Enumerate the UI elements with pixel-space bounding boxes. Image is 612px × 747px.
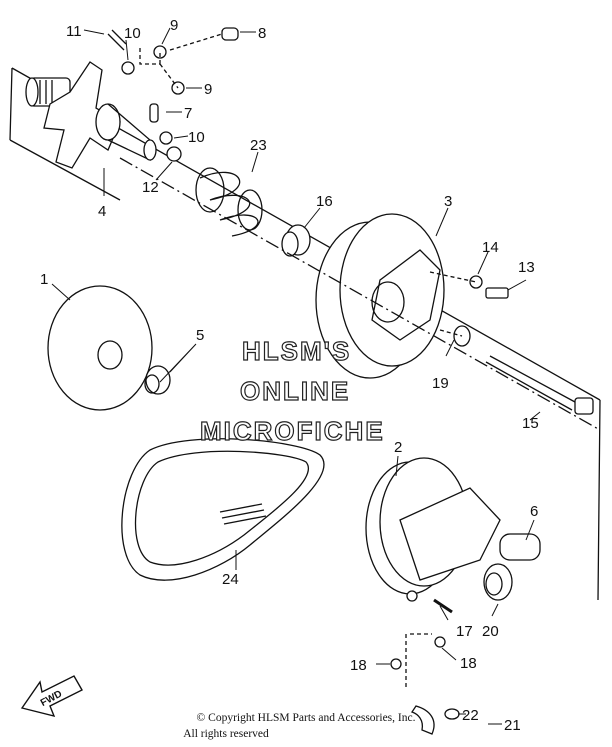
fwd-arrow: FWD xyxy=(20,675,83,718)
callout-20: 20 xyxy=(482,623,499,640)
part-24-belt xyxy=(121,438,325,581)
callout-17: 17 xyxy=(456,623,473,640)
part-23-spring xyxy=(195,167,263,237)
watermark-line-3: MICROFICHE xyxy=(200,416,385,446)
watermark: HLSM'S ONLINE MICROFICHE xyxy=(199,335,385,446)
callout-7: 7 xyxy=(184,105,192,122)
leader-lines xyxy=(51,27,541,725)
part-1-disc xyxy=(47,285,153,411)
callout-10-a: 10 xyxy=(124,25,141,42)
callout-11: 11 xyxy=(66,23,82,40)
part-5-bushings xyxy=(144,365,171,395)
callout-19: 19 xyxy=(432,375,449,392)
part-3-movable-sheave xyxy=(315,213,445,379)
callout-24: 24 xyxy=(222,571,239,588)
part-4-shaft-sheave xyxy=(25,61,157,169)
callout-5: 5 xyxy=(196,327,204,344)
callout-10-b: 10 xyxy=(188,129,205,146)
callout-23: 23 xyxy=(250,137,267,154)
callout-14: 14 xyxy=(482,239,499,256)
watermark-line-2: ONLINE xyxy=(240,376,350,406)
callout-9-b: 9 xyxy=(204,81,212,98)
lower-hardware xyxy=(390,598,460,735)
centre-axis xyxy=(119,157,601,431)
callout-labels: 11 10 9 8 9 7 10 12 4 23 16 3 1 5 14 13 … xyxy=(40,17,539,734)
part-6-20-collars xyxy=(483,533,541,601)
callout-1: 1 xyxy=(40,271,48,288)
callout-12: 12 xyxy=(142,179,159,196)
part-16-collar xyxy=(281,224,311,257)
part-2-secondary-sheave xyxy=(365,457,501,602)
callout-22: 22 xyxy=(462,707,479,724)
small-hardware xyxy=(107,27,239,162)
callout-18-b: 18 xyxy=(460,655,477,672)
copyright-line-1: © Copyright HLSM Parts and Accessories, … xyxy=(196,712,416,724)
callout-9-a: 9 xyxy=(170,17,178,34)
callout-4: 4 xyxy=(98,203,106,220)
callout-8: 8 xyxy=(258,25,266,42)
callout-2: 2 xyxy=(394,439,402,456)
callout-21: 21 xyxy=(504,717,521,734)
copyright-line-2: All rights reserved xyxy=(183,728,269,740)
watermark-line-1: HLSM'S xyxy=(242,336,351,366)
callout-15: 15 xyxy=(522,415,539,432)
callout-16: 16 xyxy=(316,193,333,210)
callout-3: 3 xyxy=(444,193,452,210)
bolts-and-washers xyxy=(429,271,594,415)
callout-13: 13 xyxy=(518,259,535,276)
callout-6: 6 xyxy=(530,503,538,520)
callout-18-a: 18 xyxy=(350,657,367,674)
